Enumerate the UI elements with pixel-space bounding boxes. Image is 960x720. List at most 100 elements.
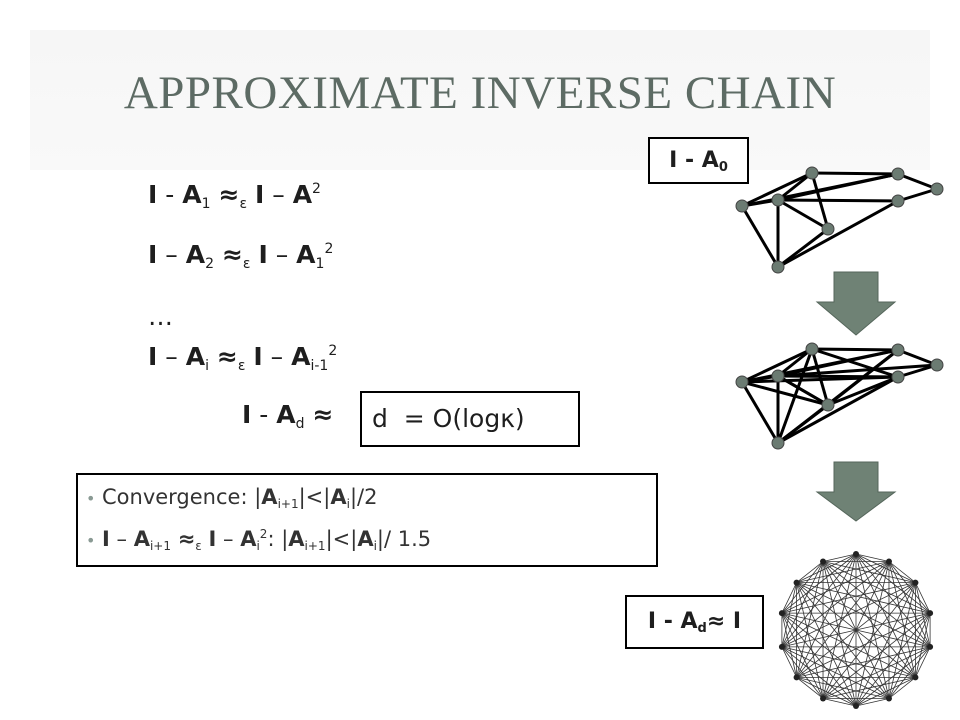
graph-edge bbox=[822, 561, 916, 678]
label-bottom-tail: ≈ I bbox=[706, 609, 742, 634]
eq1-eps: ε bbox=[239, 196, 248, 212]
graph-edge bbox=[855, 553, 890, 562]
graph-edge bbox=[781, 612, 797, 678]
graph-edge bbox=[781, 553, 857, 614]
conv2-identity: I bbox=[102, 527, 110, 551]
graph-node bbox=[930, 358, 944, 372]
eq4-identity: I bbox=[242, 400, 252, 429]
conv2-sub: i+1 bbox=[149, 539, 171, 553]
down-arrow-icon bbox=[815, 271, 897, 336]
eq3-minus: – bbox=[165, 342, 178, 371]
label-final-matrix: I - Ad≈ I bbox=[625, 595, 764, 649]
complete-graph-bottom bbox=[778, 551, 934, 709]
graph-edge bbox=[822, 698, 857, 707]
graph-edge bbox=[781, 646, 797, 678]
eq1-minus-2: – bbox=[272, 180, 285, 209]
eq1-approx: ≈ bbox=[218, 180, 240, 209]
graph-edge bbox=[781, 646, 824, 699]
eq2-sup: 2 bbox=[324, 241, 334, 257]
graph-edge bbox=[897, 187, 938, 203]
eq3-identity: I bbox=[148, 342, 158, 371]
graph-node bbox=[912, 579, 919, 586]
graph-edge bbox=[855, 698, 890, 707]
graph-edge bbox=[781, 582, 797, 648]
graph-node bbox=[885, 558, 892, 565]
graph-edge bbox=[810, 348, 830, 406]
bullet-icon: • bbox=[86, 531, 96, 550]
graph-edge bbox=[897, 363, 938, 379]
conv2-matrix-4: A bbox=[357, 527, 374, 551]
graph-node bbox=[853, 703, 859, 709]
graph-edge bbox=[781, 646, 890, 699]
label-top-text: I - A bbox=[669, 148, 719, 173]
label-bottom-text: I - A bbox=[647, 609, 698, 634]
chain-length-box: d = O(logκ) bbox=[360, 391, 580, 447]
conv2-sub-2: i bbox=[256, 539, 260, 553]
graph-node bbox=[912, 674, 919, 681]
graph-edge bbox=[855, 553, 931, 614]
graph-edge bbox=[741, 375, 899, 384]
equation-3: I – Ai ≈ε I – Ai-12 bbox=[148, 342, 337, 374]
graph-node bbox=[735, 199, 749, 213]
graph-edge bbox=[810, 172, 830, 230]
conv1-mid: |<| bbox=[298, 485, 331, 509]
graph-node bbox=[735, 375, 749, 389]
graph-edge bbox=[888, 612, 931, 699]
conv1-sub: i+1 bbox=[277, 497, 299, 511]
graph-node bbox=[820, 695, 827, 702]
graph-edge bbox=[888, 561, 931, 648]
conv2-mid: |<| bbox=[325, 527, 358, 551]
graph-node bbox=[885, 695, 892, 702]
graph-node bbox=[891, 167, 905, 181]
eq2-minus-2: – bbox=[275, 240, 289, 269]
conv2-matrix-3: A bbox=[288, 527, 305, 551]
eq4-minus: - bbox=[259, 400, 269, 429]
title-band bbox=[30, 30, 930, 170]
conv1-suffix: |/2 bbox=[349, 485, 378, 509]
eq3-sub-2: i-1 bbox=[310, 358, 329, 374]
conv2-minus: – bbox=[116, 527, 128, 551]
eq3-sub: i bbox=[205, 358, 209, 374]
graph-edge bbox=[741, 348, 899, 384]
equation-2: I – A2 ≈ε I – A12 bbox=[148, 240, 333, 272]
eq1-identity-2: I bbox=[254, 180, 265, 209]
graph-edge bbox=[741, 347, 813, 384]
graph-edge bbox=[777, 348, 899, 445]
graph-node bbox=[793, 674, 800, 681]
graph-edge bbox=[777, 347, 813, 378]
graph-edge bbox=[822, 553, 857, 562]
graph-edge bbox=[796, 582, 824, 699]
down-arrow-icon bbox=[815, 461, 897, 522]
graph-edge bbox=[781, 612, 890, 699]
graph-edge bbox=[822, 561, 931, 648]
graph-edge bbox=[776, 348, 814, 444]
conv2-approx: ≈ bbox=[177, 527, 196, 551]
graph-node bbox=[821, 398, 835, 412]
conv2-matrix: A bbox=[133, 527, 150, 551]
eq1-matrix: A bbox=[182, 180, 202, 209]
sparse-graph-top bbox=[735, 166, 944, 274]
eq3-sup: 2 bbox=[328, 343, 338, 359]
graph-edge bbox=[740, 205, 780, 268]
eq3-matrix: A bbox=[185, 342, 206, 371]
graph-edge bbox=[796, 553, 857, 678]
conv2-identity-2: I bbox=[208, 527, 217, 551]
graph-node bbox=[771, 369, 785, 383]
conv2-matrix-2: A bbox=[240, 527, 257, 551]
graph-edge bbox=[741, 380, 829, 407]
convergence-line-2: • I – Ai+1 ≈ε I – Ai2: |Ai+1|<|Ai|/ 1.5 bbox=[86, 527, 431, 553]
eq1-sup: 2 bbox=[312, 181, 321, 197]
graph-edge bbox=[777, 363, 938, 378]
eq2-sub-2: 1 bbox=[315, 256, 325, 272]
graph-edge bbox=[822, 561, 857, 707]
eq2-matrix: A bbox=[185, 240, 206, 269]
label-top-sub: 0 bbox=[718, 160, 728, 175]
graph-edge bbox=[741, 172, 899, 208]
eq2-matrix-2: A bbox=[296, 240, 316, 269]
eq2-identity: I bbox=[148, 240, 158, 269]
graph-edge bbox=[855, 553, 916, 678]
graph-edge bbox=[796, 582, 931, 648]
ellipsis: … bbox=[148, 302, 173, 331]
graph-node bbox=[853, 551, 859, 557]
graph-edge bbox=[740, 381, 780, 444]
